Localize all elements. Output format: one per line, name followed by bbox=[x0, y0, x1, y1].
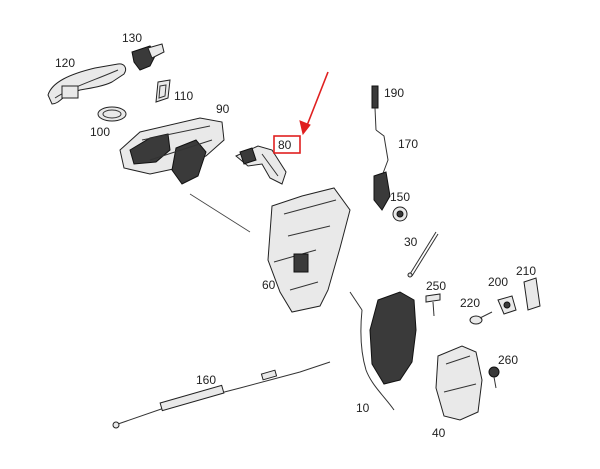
part-220-bolt bbox=[469, 311, 493, 325]
part-160-bowden-cable bbox=[112, 361, 331, 429]
part-80-bracket bbox=[235, 145, 287, 185]
part-170-linkage bbox=[373, 129, 391, 211]
callout-80: 80 bbox=[278, 138, 292, 152]
part-250-screw bbox=[425, 293, 441, 317]
highlight-box bbox=[273, 135, 301, 154]
callout-10: 10 bbox=[356, 401, 370, 415]
callout-170: 170 bbox=[398, 137, 418, 151]
part-190-rod-end bbox=[371, 85, 379, 131]
part-90-handle-carrier bbox=[119, 117, 225, 185]
part-110-gasket bbox=[155, 79, 171, 103]
callout-110: 110 bbox=[174, 89, 193, 103]
callout-120: 120 bbox=[55, 56, 75, 70]
part-120-door-handle bbox=[47, 63, 127, 105]
part-40-lock-cover bbox=[435, 345, 483, 421]
part-200-striker bbox=[497, 295, 517, 315]
callout-30: 30 bbox=[404, 235, 418, 249]
callout-190: 190 bbox=[384, 86, 404, 100]
callout-200: 200 bbox=[488, 275, 508, 289]
part-60-carrier bbox=[189, 187, 351, 313]
callout-130: 130 bbox=[122, 31, 142, 45]
callout-250: 250 bbox=[426, 279, 446, 293]
part-130-handle-bracket bbox=[131, 43, 165, 71]
part-260-screw bbox=[488, 366, 500, 389]
highlight-annotation bbox=[273, 71, 329, 154]
callout-210: 210 bbox=[516, 264, 536, 278]
callout-160: 160 bbox=[196, 373, 216, 387]
callout-100: 100 bbox=[90, 125, 110, 139]
callout-60: 60 bbox=[262, 278, 276, 292]
callout-260: 260 bbox=[498, 353, 518, 367]
part-210-plate bbox=[523, 277, 541, 311]
callout-220: 220 bbox=[460, 296, 480, 310]
callout-90: 90 bbox=[216, 102, 230, 116]
highlight-arrow-head bbox=[299, 120, 311, 136]
part-10-door-lock bbox=[349, 291, 417, 411]
part-100-cap bbox=[97, 106, 127, 122]
highlight-arrow-shaft bbox=[305, 71, 329, 129]
part-30-link-rod bbox=[407, 231, 439, 278]
callout-150: 150 bbox=[390, 190, 410, 204]
part-150-clip bbox=[392, 206, 408, 222]
callout-40: 40 bbox=[432, 426, 446, 440]
